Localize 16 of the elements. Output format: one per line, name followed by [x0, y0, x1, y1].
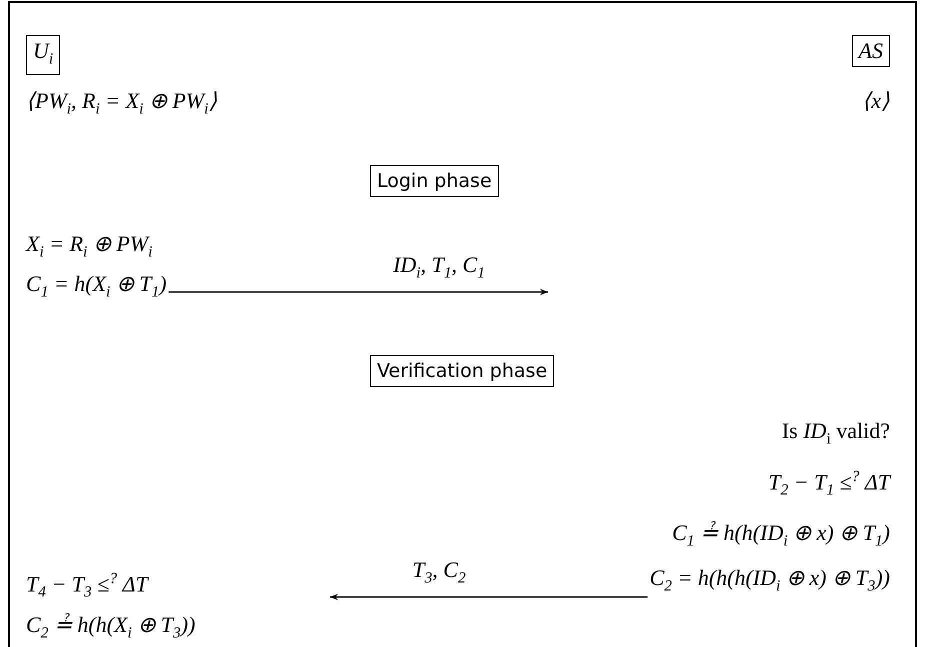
formula-text: ⟨PW$_{i}$, R$_{i}$ = X$_{i}$ ⊕ PW$_{i}$⟩ — [26, 88, 218, 118]
formula-text: T$_{4}$ − T$_{3}$ ≤$^{?}$ ΔT — [26, 570, 148, 602]
entity-box: U$_{i}$ — [26, 35, 60, 76]
formula-text: ⟨x⟩ — [862, 88, 890, 114]
phase-box: Verification phase — [370, 355, 554, 387]
formula-text: C$_{1}$ = h(X$_{i}$ ⊕ T$_{1}$) — [26, 271, 167, 296]
phase-box: Login phase — [370, 165, 499, 197]
formula-text: C$_{1}$ ≟ h(h(ID$_{i}$ ⊕ x) ⊕ T$_{1}$) — [672, 520, 890, 550]
formula-text: C$_{2}$ = h(h(h(ID$_{i}$ ⊕ x) ⊕ T$_{3}$)) — [650, 565, 890, 590]
formula-text: C$_{2}$ ≟ h(h(X$_{i}$ ⊕ T$_{3}$)) — [26, 612, 196, 642]
arrow — [168, 288, 548, 296]
formula-text: T$_{2}$ − T$_{1}$ ≤$^{?}$ ΔT — [768, 468, 890, 500]
formula-text: X$_{i}$ = R$_{i}$ ⊕ PW$_{i}$ — [26, 231, 152, 256]
note-text: Is ID$_{i}$ valid? — [782, 418, 890, 448]
arrow — [330, 594, 648, 600]
entity-box: AS — [852, 35, 890, 67]
